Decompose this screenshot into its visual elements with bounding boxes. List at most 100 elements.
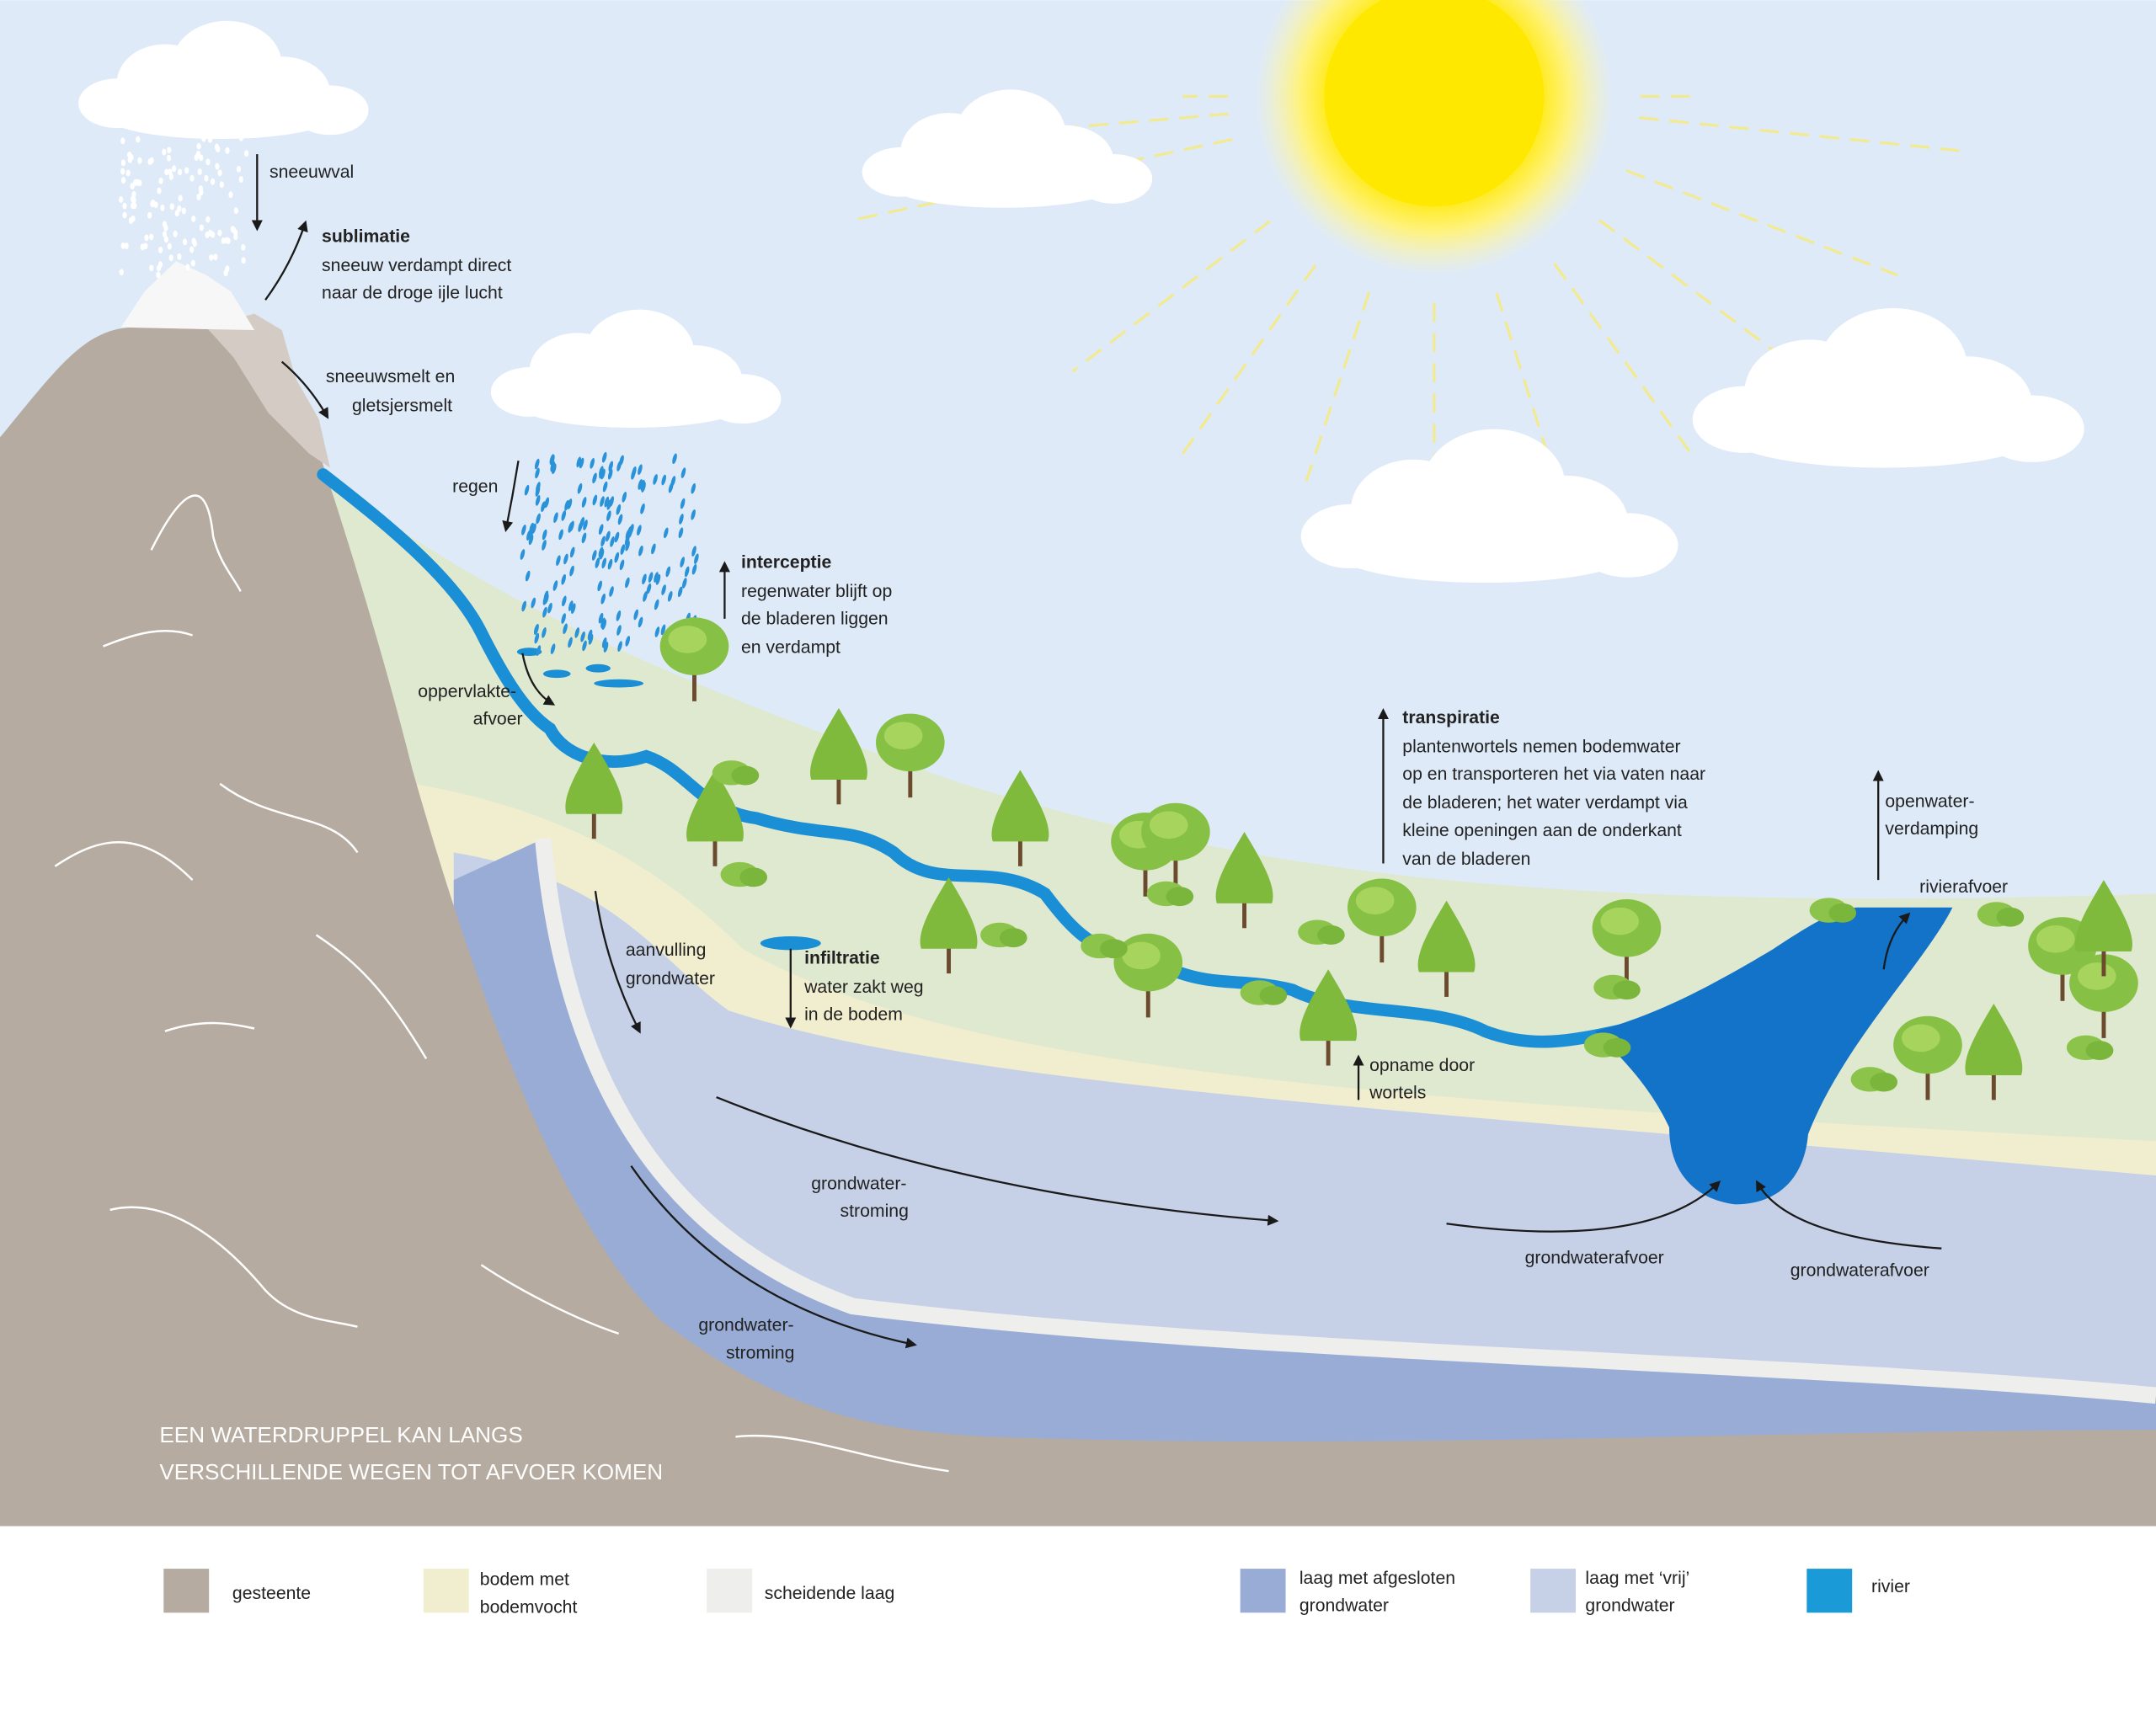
rain-drop — [534, 632, 540, 644]
sun-ray — [1553, 263, 1693, 455]
legend-label: laag met afgesloten — [1299, 1569, 1455, 1588]
rain-drop — [633, 609, 638, 621]
rain-drop — [521, 600, 526, 612]
sublimation-arrow — [264, 220, 308, 301]
rain-drop — [680, 498, 686, 509]
bush — [712, 760, 760, 786]
snowflake — [233, 207, 238, 215]
rain-drop — [614, 531, 620, 543]
pine-tree — [1299, 969, 1358, 1066]
groundwater-flow-arrow-2 — [630, 1165, 917, 1349]
snowflake — [162, 148, 167, 156]
rain-drop — [590, 457, 595, 469]
label-surface-runoff: oppervlakte- — [418, 682, 516, 701]
rain-arrow — [502, 460, 520, 532]
rain-drop — [648, 572, 654, 583]
label-recharge: grondwater — [626, 969, 715, 989]
deciduous-tree — [1141, 802, 1210, 887]
rock-texture — [54, 494, 949, 1473]
rain-drop — [553, 512, 558, 524]
rain-drop — [691, 563, 697, 575]
snowflake — [177, 168, 183, 176]
rain-drop — [536, 513, 541, 525]
rain-drop — [684, 566, 690, 578]
rain-drop — [691, 509, 696, 520]
cloud — [78, 20, 369, 140]
deciduous-tree — [2069, 954, 2138, 1038]
snowflake — [122, 202, 127, 210]
snowflake — [167, 147, 172, 154]
rain-drop — [587, 629, 593, 641]
snowflake — [209, 253, 214, 261]
rain-drop — [535, 467, 540, 479]
rain-drop — [582, 640, 587, 652]
label-interception-line: de bladeren liggen — [741, 609, 889, 628]
cloud — [1300, 429, 1678, 584]
rain-drop — [609, 586, 614, 597]
snowflake — [238, 176, 243, 183]
deciduous-tree — [1348, 878, 1417, 963]
snowflake — [172, 165, 177, 173]
groundwater-discharge-arrow-2 — [1755, 1180, 1942, 1250]
label-rain: regen — [452, 477, 498, 497]
bush — [1146, 881, 1194, 907]
rain-drop — [529, 522, 535, 534]
legend-label: laag met ‘vrij’ — [1585, 1569, 1689, 1588]
label-groundwater-discharge-2: grondwaterafvoer — [1790, 1260, 1929, 1280]
rain-drop — [552, 580, 558, 591]
sun-ray — [1305, 291, 1371, 482]
label-open-water-evaporation: openwater- — [1885, 792, 1974, 812]
rain-drop — [547, 602, 552, 614]
snowflake — [150, 200, 155, 208]
rain-drop — [581, 497, 587, 508]
snowflake — [217, 169, 222, 177]
bush — [1081, 933, 1128, 959]
rain-drop — [601, 557, 607, 569]
label-infiltration-line: in de bodem — [804, 1005, 903, 1025]
rain-drop — [579, 457, 584, 469]
rain-drop — [592, 494, 598, 506]
rain-drop — [600, 496, 605, 507]
label-interception-title: interceptie — [741, 553, 832, 573]
rain-drop — [521, 524, 526, 536]
label-snowmelt: gletsjersmelt — [352, 396, 452, 415]
snowflake — [124, 242, 129, 249]
snowflake — [135, 179, 140, 186]
rain-drop — [619, 559, 625, 571]
snowflake — [205, 216, 211, 223]
legend-label: grondwater — [1299, 1596, 1389, 1616]
rain-drop — [580, 631, 585, 642]
cloud — [862, 89, 1153, 208]
rain-drop — [677, 586, 683, 598]
rain-drops — [520, 451, 699, 656]
rain-drop — [616, 504, 622, 515]
rain-drop — [638, 545, 643, 557]
rain-drop — [654, 572, 659, 583]
pine-tree — [1417, 900, 1476, 997]
label-open-water-evaporation: verdamping — [1885, 819, 1978, 839]
rain-drop — [598, 612, 604, 624]
snowflake — [136, 136, 141, 143]
bush — [1593, 974, 1641, 1000]
snowflake — [215, 163, 220, 170]
snowflake — [120, 242, 125, 249]
snowflake — [213, 253, 218, 261]
legend-label: rivier — [1871, 1577, 1910, 1596]
legend-item-free-groundwater: laag met ‘vrij’ grondwater — [1530, 1569, 1689, 1616]
rain-drop — [561, 510, 567, 521]
rain-drop — [667, 590, 673, 602]
sun-ray — [1598, 219, 1802, 373]
rain-drop — [682, 578, 687, 589]
label-root-uptake: wortels — [1369, 1084, 1426, 1103]
sun-ray — [1639, 116, 1967, 153]
rain-drop — [520, 549, 526, 560]
snowflake — [190, 259, 195, 267]
snowflake — [196, 194, 201, 200]
snowflake — [149, 233, 154, 241]
snowflake — [204, 174, 209, 182]
label-surface-runoff: afvoer — [473, 710, 523, 729]
label-transpiration-line: van de bladeren — [1402, 850, 1530, 869]
rain-drop — [661, 474, 666, 486]
label-groundwater-discharge-1: grondwaterafvoer — [1525, 1249, 1664, 1268]
